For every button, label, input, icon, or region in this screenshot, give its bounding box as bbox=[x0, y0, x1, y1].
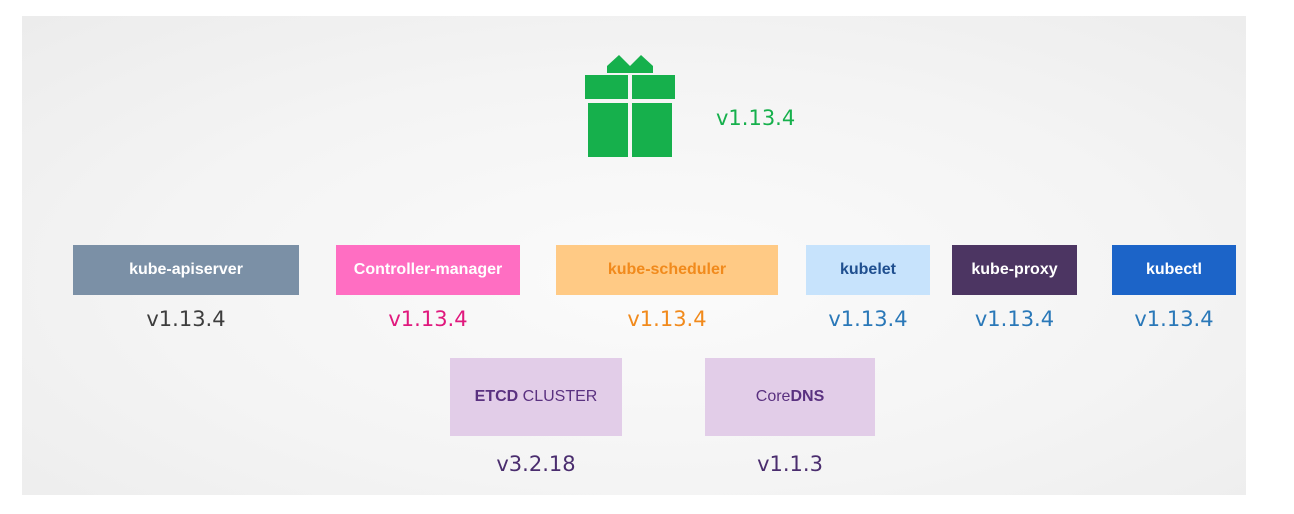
kubectl-label: kubectl bbox=[1145, 261, 1202, 278]
kubelet-box: kubelet bbox=[806, 245, 930, 295]
etcd-label-strong: ETCD bbox=[474, 388, 519, 405]
controller-manager-label: Controller-manager bbox=[353, 261, 503, 278]
etcd-cluster-version: v3.2.18 bbox=[496, 452, 576, 476]
gift-icon bbox=[585, 55, 675, 157]
kube-proxy-box: kube-proxy bbox=[952, 245, 1077, 295]
controller-manager-box: Controller-manager bbox=[336, 245, 520, 295]
kube-proxy-version: v1.13.4 bbox=[974, 307, 1055, 331]
kube-proxy-label: kube-proxy bbox=[971, 261, 1058, 278]
coredns-label-rest: Core bbox=[755, 388, 791, 405]
controller-manager-version: v1.13.4 bbox=[388, 307, 468, 331]
coredns-version: v1.1.3 bbox=[757, 452, 823, 476]
kube-apiserver-label: kube-apiserver bbox=[129, 261, 243, 278]
kubectl-box: kubectl bbox=[1112, 245, 1236, 295]
kube-scheduler-box: kube-scheduler bbox=[556, 245, 778, 295]
kube-scheduler-version: v1.13.4 bbox=[627, 307, 707, 331]
release-version: v1.13.4 bbox=[716, 106, 796, 130]
etcd-cluster-box: ETCD CLUSTER bbox=[450, 358, 622, 436]
kube-apiserver-version: v1.13.4 bbox=[146, 307, 226, 331]
kube-apiserver-box: kube-apiserver bbox=[73, 245, 299, 295]
kubectl-version: v1.13.4 bbox=[1134, 307, 1214, 331]
kubelet-version: v1.13.4 bbox=[828, 307, 908, 331]
kubelet-label: kubelet bbox=[839, 261, 896, 278]
etcd-label-rest: CLUSTER bbox=[518, 388, 598, 405]
kube-scheduler-label: kube-scheduler bbox=[607, 261, 727, 278]
coredns-label-strong: DNS bbox=[790, 388, 825, 405]
